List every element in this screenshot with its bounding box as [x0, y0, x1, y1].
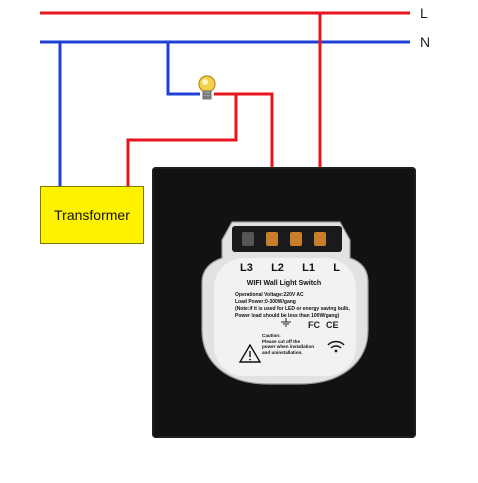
device-title: WIFI Wall Light Switch: [246, 280, 322, 287]
caution-line-1: Please cut off the: [262, 338, 301, 344]
fc-mark: FC: [308, 320, 320, 330]
transformer-label: Transformer: [54, 207, 130, 223]
light-bulb-icon: [198, 75, 216, 100]
terminal-screw-l1: [290, 232, 302, 246]
spec-load-power: Load Power:0-300W/gang: [235, 299, 296, 305]
caution-line-2: power when installation: [262, 344, 315, 350]
transformer-box: Transformer: [40, 186, 144, 244]
ground-symbol-icon: [281, 318, 291, 327]
warning-icon: [238, 343, 262, 363]
caution-heading: Caution:: [262, 333, 281, 338]
caution-line-3: and uninstallation.: [262, 349, 303, 355]
terminal-label-l1: L1: [302, 262, 315, 274]
terminal-label-l3: L3: [240, 262, 253, 274]
terminal-label-l2: L2: [271, 262, 284, 274]
terminal-block: [232, 226, 342, 252]
spec-note-cont: Power load should be less than 100W/gang…: [235, 313, 340, 319]
terminal-screw-l: [314, 232, 326, 246]
wifi-icon: [327, 340, 345, 353]
spec-note: (Note:if it is used for LED or energy sa…: [235, 306, 350, 312]
spec-voltage: Operational Voltage:220V AC: [235, 292, 304, 298]
neutral-line-label: N: [420, 34, 431, 50]
caution-note: Caution: Please cut off the power when i…: [262, 333, 328, 355]
terminal-label-l: L: [333, 262, 340, 274]
terminal-screw-l3: [242, 232, 254, 246]
terminal-screw-l2: [266, 232, 278, 246]
ce-mark: CE: [326, 320, 339, 330]
terminal-labels: L3 L2 L1 L: [240, 262, 340, 274]
neutral-wire-lamp: [166, 42, 200, 96]
live-line-label: L: [420, 5, 428, 21]
load-wire-transformer: [126, 94, 238, 188]
